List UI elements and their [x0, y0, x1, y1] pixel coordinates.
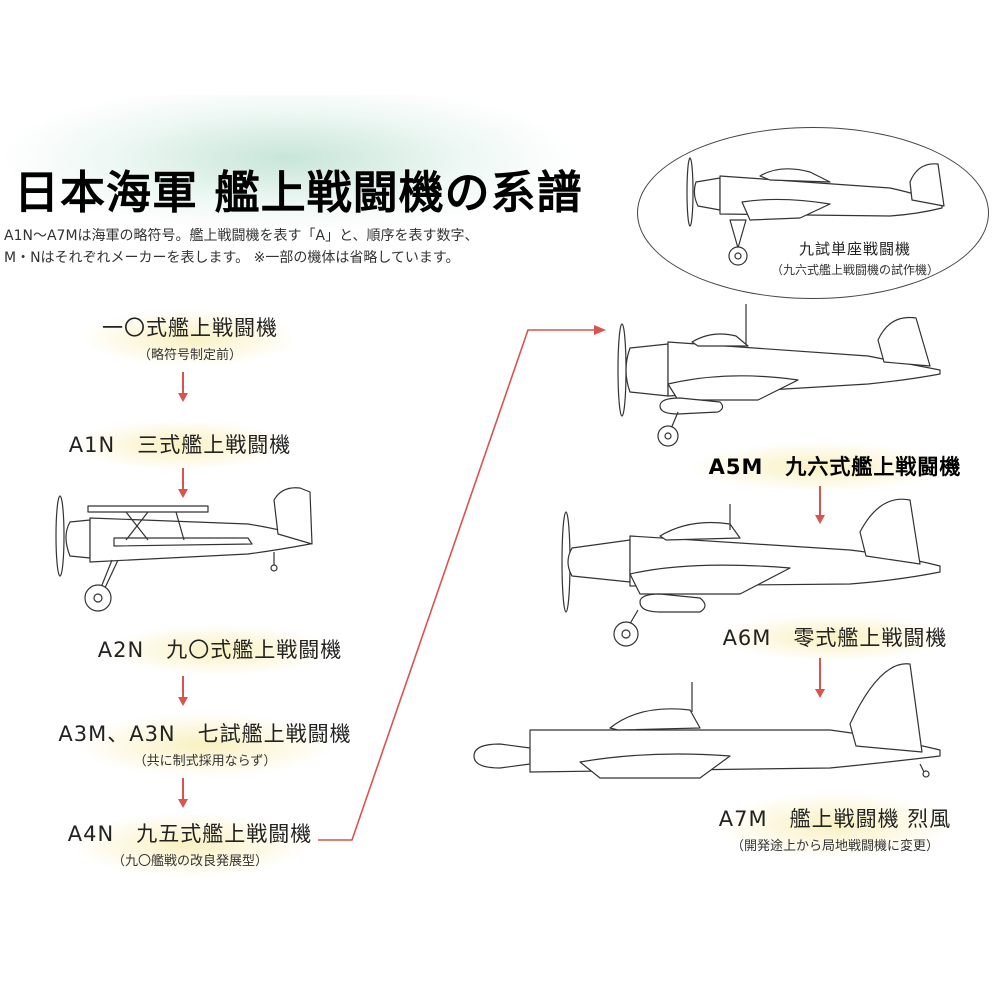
lineage-a2n-name: A2N 九〇式艦上戦闘機	[97, 638, 343, 662]
prototype-name: 九試単座戦闘機	[798, 240, 911, 258]
glow-a7m	[670, 780, 1000, 870]
lineage-a6m-name: A6M 零式艦上戦闘機	[722, 626, 948, 650]
description-line-2: M・Nはそれぞれメーカーを表します。 ※一部の機体は省略しています。	[4, 250, 460, 266]
glow-a2n	[60, 615, 380, 685]
glow-a4n	[25, 800, 355, 890]
arrow-a1n-to-a2n	[178, 468, 188, 498]
arrow-type10-to-a1n	[178, 372, 188, 402]
glow-a1n	[30, 410, 330, 480]
prototype-note: （九六式艦上戦闘機の試作機）	[770, 263, 939, 277]
lineage-a6m: A6M 零式艦上戦闘機	[670, 622, 1000, 652]
lineage-type10-name: 一〇式艦上戦闘機	[102, 316, 278, 340]
lineage-a4n-name: A4N 九五式艦上戦闘機	[67, 822, 313, 846]
lineage-a4n-note: （九〇艦戦の改良発展型）	[111, 854, 268, 869]
arrow-a5m-to-a6m	[815, 486, 825, 524]
lineage-a3-name: A3M、A3N 七試艦上戦闘機	[58, 722, 352, 746]
lineage-a5m: A5M 九六式艦上戦闘機	[655, 451, 1000, 481]
glow-a6m	[670, 605, 1000, 670]
lineage-a7m: A7M 艦上戦闘機 烈風 （開発途上から局地戦闘機に変更）	[670, 803, 1000, 854]
glow-type10	[40, 298, 340, 378]
lineage-a3: A3M、A3N 七試艦上戦闘機 （共に制式採用ならず）	[25, 718, 385, 769]
arrow-a6m-to-a7m	[815, 658, 825, 698]
lineage-a2n: A2N 九〇式艦上戦闘機	[60, 634, 380, 664]
a5m-drawing	[608, 300, 946, 450]
lineage-a7m-note: （開発途上から局地戦闘機に変更）	[730, 839, 939, 854]
lineage-a1n-name: A1N 三式艦上戦闘機	[68, 433, 292, 457]
lineage-a5m-name: A5M 九六式艦上戦闘機	[708, 455, 962, 479]
glow-a3	[25, 700, 385, 790]
lineage-type10: 一〇式艦上戦闘機 （略符号制定前）	[40, 312, 340, 363]
a6m-drawing	[550, 494, 946, 652]
description-line-1: A1N～A7Mは海軍の略符号。艦上戦闘機を表す「A」と、順序を表す数字、	[4, 228, 479, 244]
header-glow	[0, 95, 640, 275]
arrow-a3-to-a4n	[178, 778, 188, 808]
lineage-a1n: A1N 三式艦上戦闘機	[30, 429, 330, 459]
prototype-label: 九試単座戦闘機 （九六式艦上戦闘機の試作機）	[740, 238, 970, 278]
prototype-callout	[637, 127, 989, 299]
a7m-drawing	[470, 660, 944, 792]
page-title: 日本海軍 艦上戦闘機の系譜	[14, 166, 583, 219]
lineage-a4n: A4N 九五式艦上戦闘機 （九〇艦戦の改良発展型）	[25, 818, 355, 869]
prototype-9shi-drawing	[680, 158, 950, 270]
lineage-a7m-name: A7M 艦上戦闘機 烈風	[718, 807, 952, 831]
lineage-a3-note: （共に制式採用ならず）	[133, 754, 277, 769]
lineage-type10-note: （略符号制定前）	[137, 348, 242, 363]
a2n-biplane-drawing	[48, 484, 320, 618]
arrow-a2n-to-a3	[178, 676, 188, 706]
